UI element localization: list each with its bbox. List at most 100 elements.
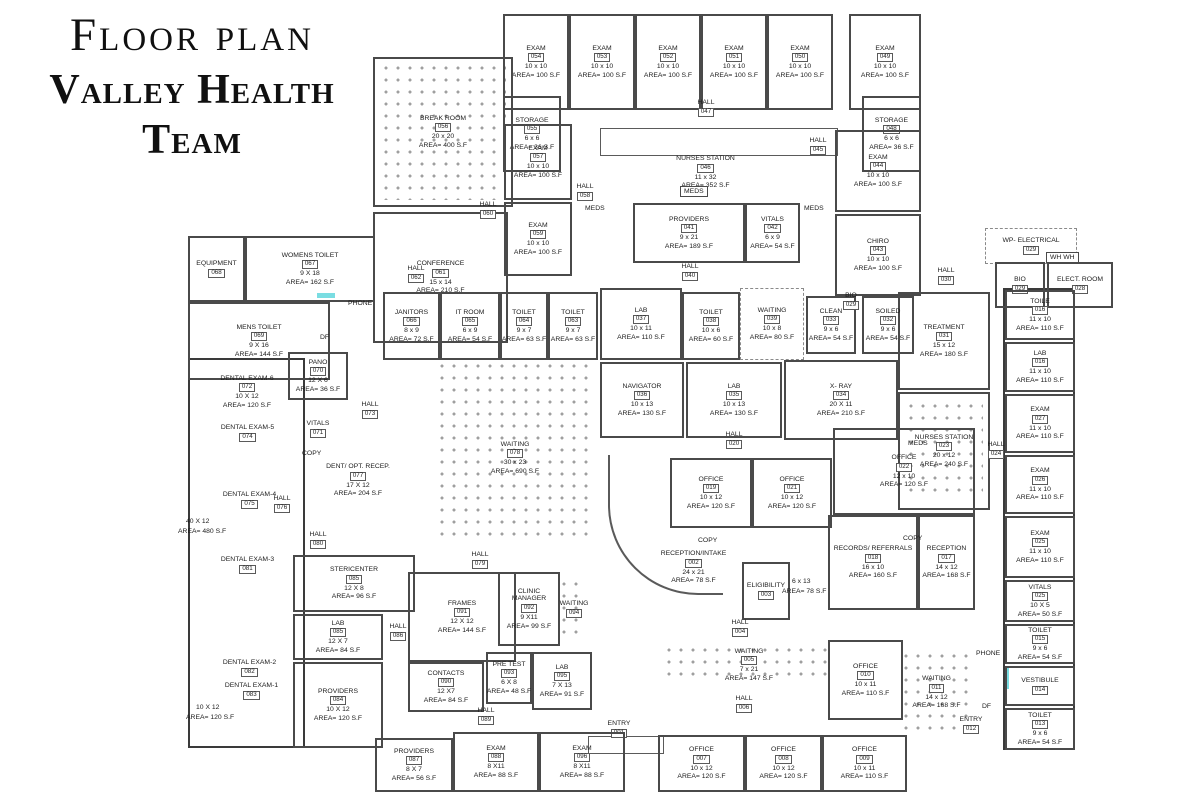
providers-087-name: PROVIDERS <box>393 747 435 755</box>
x-ray-034-number: 034 <box>832 391 850 401</box>
it-room-065-name: IT ROOM <box>455 308 485 316</box>
dent-opt-recep-077-dims: 17 X 12 <box>346 481 370 489</box>
frames-091-dims: 12 X 12 <box>450 618 474 626</box>
plan-title-line3: Team <box>142 117 242 164</box>
vitals-025-area: AREA= 50 S.F <box>1017 610 1063 618</box>
exam-096-area: AREA= 88 S.F <box>559 771 605 779</box>
hall-058-number: 058 <box>576 191 594 201</box>
hall-006-number: 006 <box>735 703 753 713</box>
copy-left: COPY <box>302 450 322 457</box>
hall-060-number: 060 <box>479 209 497 219</box>
exam-050-dims: 10 x 10 <box>788 63 812 71</box>
it-room-065-area: AREA= 54 S.F <box>447 335 493 343</box>
waiting-011-area: AREA= 168 S.F <box>912 702 961 710</box>
eligibility-003-name: ELIGIBILITY <box>746 582 786 590</box>
toilet-063-number: 063 <box>564 317 582 327</box>
storage-055-area: AREA= 36 S.F <box>509 143 555 151</box>
pre-test-093-dims: 6 X 8 <box>501 679 517 687</box>
soiled-032-number: 032 <box>879 316 897 326</box>
office-008-name: OFFICE <box>771 746 796 754</box>
records-referrals-018-number: 018 <box>864 553 882 563</box>
records-referrals-018-area: AREA= 160 S.F <box>848 572 898 580</box>
exam-059-area: AREA= 100 S.F <box>513 248 563 256</box>
office-007-area: AREA= 120 S.F <box>677 773 726 781</box>
office-019-area: AREA= 120 S.F <box>686 502 736 510</box>
soiled-032-area: AREA= 54 S.F <box>865 334 911 342</box>
reception-intake-002-name: RECEPTION/INTAKE <box>660 550 727 558</box>
toilet-015-number: 015 <box>1031 635 1049 645</box>
exam-096-name: EXAM <box>572 744 592 752</box>
dental-exam-6-072-name: DENTAL EXAM-6 <box>220 374 274 382</box>
soiled-032-name: SOILED <box>875 307 901 315</box>
records-referrals-018-dims: 16 x 10 <box>861 563 885 571</box>
waiting-094-name: WAITING <box>559 600 589 608</box>
lab-037-dims: 10 x 11 <box>630 325 652 333</box>
pano-070-name: PANO <box>308 358 328 366</box>
hall-020-number: 020 <box>725 439 743 449</box>
hall-030-number: 030 <box>937 275 955 285</box>
office-022-number: 022 <box>895 462 913 472</box>
exam-044-name: EXAM <box>868 153 888 161</box>
toile-016-number: 016 <box>1031 306 1049 316</box>
toile-016-name: TOILE <box>1030 297 1050 305</box>
providers-084-number: 084 <box>329 696 347 706</box>
exam-054-area: AREA= 100 S.F <box>511 71 561 79</box>
vitals-071-number: 071 <box>309 428 327 438</box>
exam-027-area: AREA= 110 S.F <box>1016 433 1064 441</box>
break-room-056-area: AREA= 400 S.F <box>418 141 468 149</box>
meds-right: MEDS <box>804 205 824 212</box>
bio-029-right-number: 029 <box>1011 284 1029 294</box>
dental-exam-3-081-name: DENTAL EXAM-3 <box>220 556 275 564</box>
storage-055-dims: 6 x 6 <box>524 135 540 143</box>
copy-center: COPY <box>698 537 718 544</box>
clinic-manager-092-area: AREA= 99 S.F <box>506 622 552 630</box>
janitors-066-number: 066 <box>403 317 420 327</box>
office-007-number: 007 <box>693 754 710 764</box>
exam-053-dims: 10 x 10 <box>590 63 614 71</box>
office-010-name: OFFICE <box>853 662 878 670</box>
conference-061-dims: 15 x 14 <box>429 278 452 286</box>
hall-080-number: 080 <box>309 539 327 549</box>
vitals-042-name: VITALS <box>761 215 784 223</box>
records-referrals-018-name: RECORDS/ REFERRALS <box>833 545 913 553</box>
hall-058-name: HALL <box>576 183 594 191</box>
entry-012-name: ENTRY <box>959 716 983 724</box>
janitors-066-dims: 8 x 9 <box>404 327 419 335</box>
entry-012-number: 012 <box>962 724 980 734</box>
dental-exam-6-072-area: AREA= 120 S.F <box>222 401 272 409</box>
pre-test-093-number: 093 <box>500 669 518 679</box>
vitals-071-name: VITALS <box>306 420 330 428</box>
clean-033-dims: 9 x 6 <box>823 326 839 334</box>
bio-029-center-number: 029 <box>842 300 860 310</box>
office-010-dims: 10 x 11 <box>854 681 877 689</box>
dental-exam-1-083-number: 083 <box>243 690 260 700</box>
